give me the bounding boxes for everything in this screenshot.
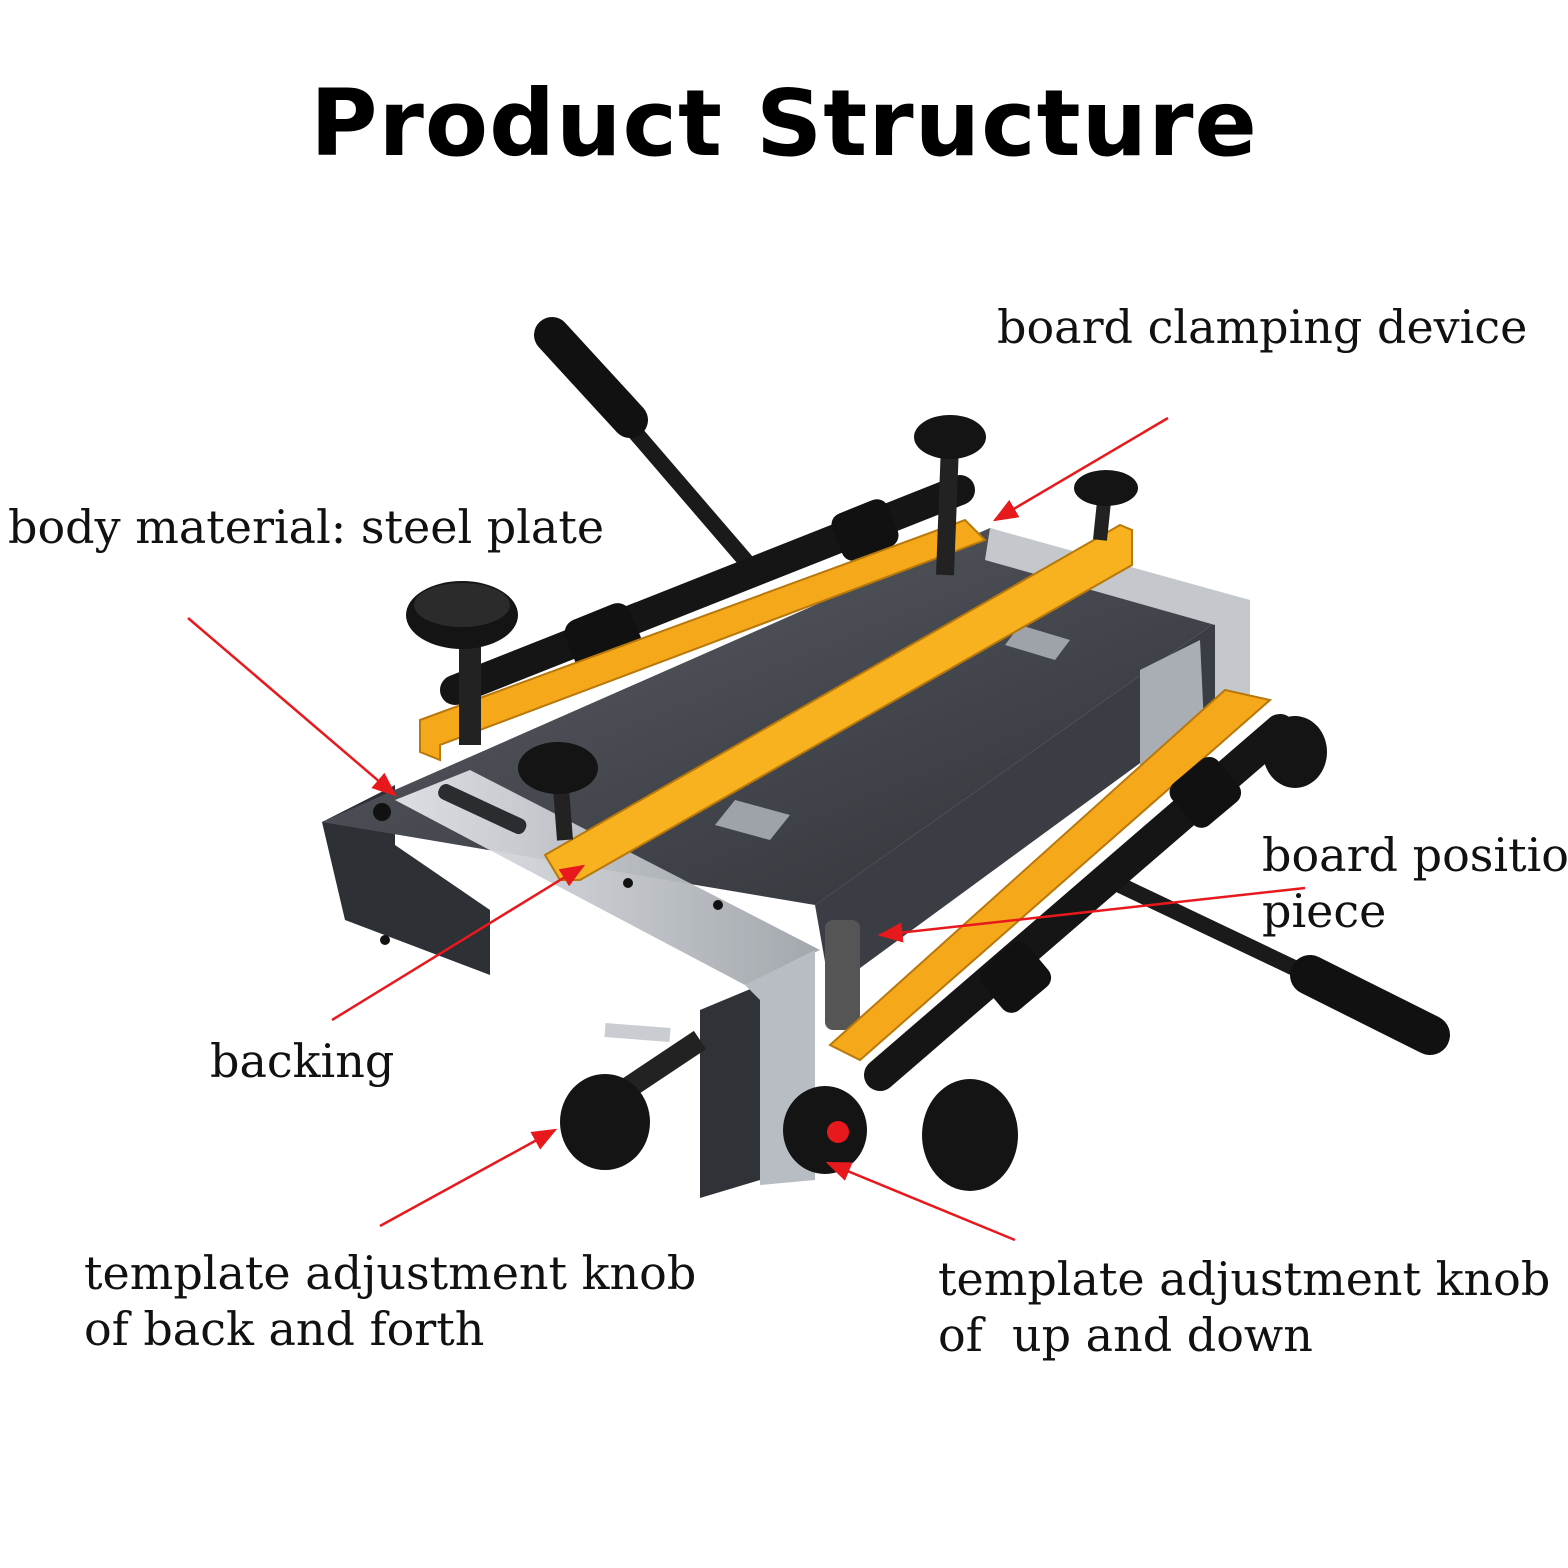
- knob-back-forth-icon: [560, 1023, 707, 1170]
- label-knob-up-down-line1: template adjustment knob: [938, 1252, 1551, 1306]
- knob-front-big-icon: [922, 1079, 1018, 1191]
- arrow-knob-up-down: [825, 1161, 1016, 1242]
- arrow-knob-back-forth: [379, 1128, 558, 1228]
- yellow-clamp-bars: [419, 518, 1273, 1062]
- knob-rear-left-icon: [406, 581, 518, 745]
- arrow-body-material: [187, 617, 397, 797]
- callout-arrows: [187, 416, 1306, 1242]
- arrow-board-clamping-device: [992, 416, 1169, 522]
- knob-side-right-icon: [1263, 716, 1327, 788]
- label-board-clamping-device: board clamping device: [997, 300, 1528, 354]
- arrow-backing: [331, 864, 586, 1022]
- diagram-title: Product Structure: [310, 70, 1258, 177]
- knob-rear-right-icon: [1074, 470, 1138, 541]
- label-body-material: body material: steel plate: [8, 500, 605, 554]
- rear-handle: [534, 317, 753, 568]
- knob-backing-icon: [518, 742, 598, 841]
- label-knob-up-down-line2: of up and down: [938, 1308, 1313, 1362]
- knobs: [406, 415, 1327, 1191]
- label-board-position-piece-line1: board position: [1262, 828, 1568, 882]
- knob-up-down-icon: [783, 1086, 867, 1174]
- front-handle: [1112, 877, 1450, 1055]
- label-knob-back-forth-line2: of back and forth: [84, 1302, 485, 1356]
- arrow-board-position-piece: [877, 886, 1306, 943]
- front-clamp-bar: [864, 714, 1296, 1091]
- label-knob-back-forth-line1: template adjustment knob: [84, 1246, 697, 1300]
- label-backing: backing: [210, 1034, 395, 1088]
- label-board-position-piece-line2: piece: [1262, 884, 1387, 938]
- knob-rear-middle-icon: [914, 415, 986, 576]
